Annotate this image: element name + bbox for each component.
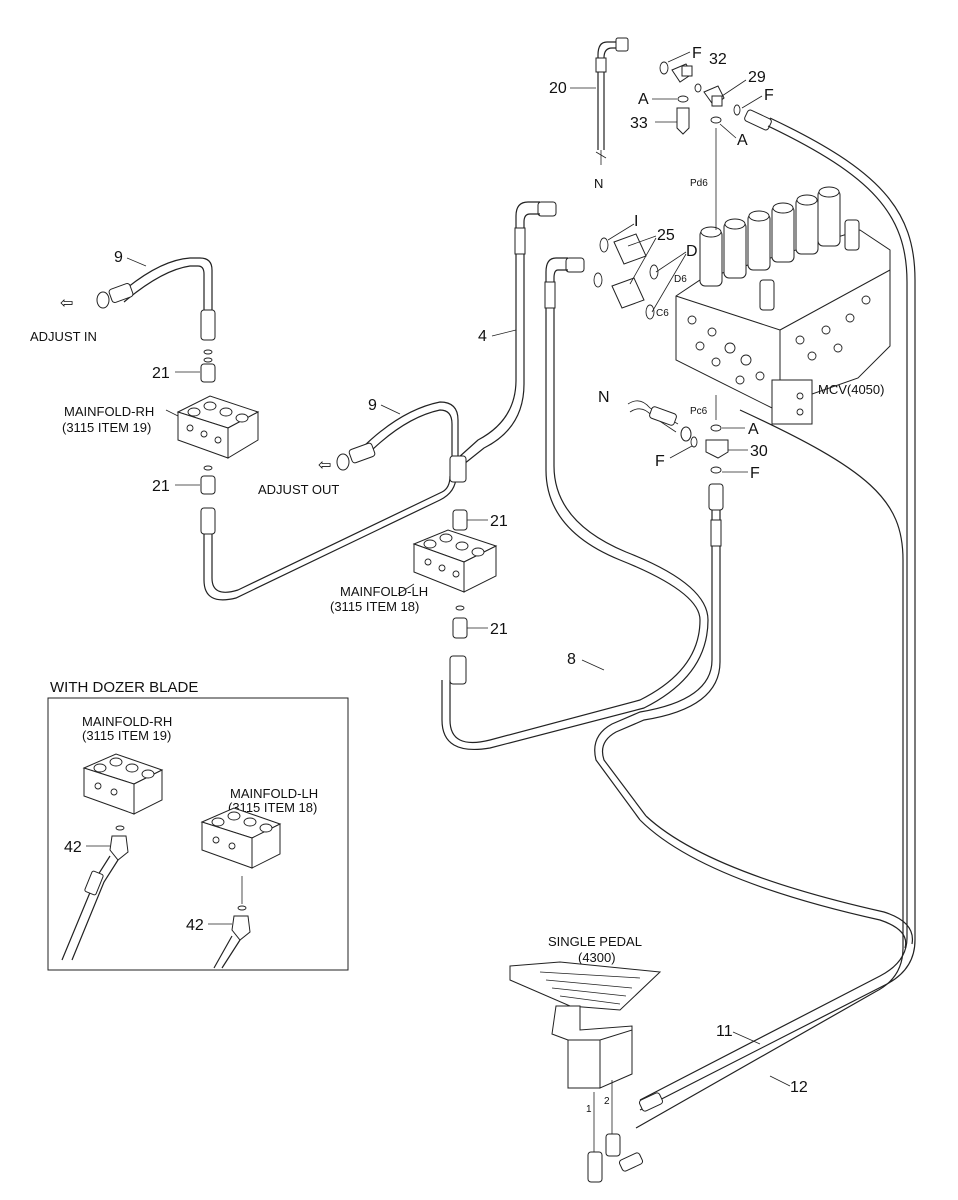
inset-callout-42-a: 42	[64, 839, 82, 856]
letter-n-top: N	[594, 176, 603, 191]
arrow-adjust-out: ⇦	[318, 457, 331, 474]
letter-f-mid-left: F	[655, 453, 665, 470]
callout-29: 29	[748, 69, 766, 86]
mainfold-rh-block	[176, 395, 260, 459]
hose-20	[595, 37, 629, 150]
hose-9-middle	[336, 401, 467, 483]
letter-n-mid: N	[598, 389, 610, 406]
arrow-adjust-in: ⇦	[60, 295, 73, 312]
inset-mainfold-lh: MAINFOLD-LH	[230, 786, 318, 801]
fitting-33	[676, 95, 690, 135]
pedal-label: SINGLE PEDAL	[548, 934, 642, 949]
hose-12-vertical	[594, 483, 724, 821]
letter-a-left: A	[638, 91, 649, 108]
inset-mainfold-lh-ref: (3115 ITEM 18)	[228, 800, 317, 815]
letter-d: D	[686, 243, 698, 260]
mainfold-lh-label: MAINFOLD-LH	[340, 584, 428, 599]
letter-a-right: A	[737, 132, 748, 149]
inset-mainfold-lh-block	[200, 807, 282, 869]
port-pd6: Pd6	[690, 178, 708, 189]
letter-f-top: F	[692, 45, 702, 62]
callout-9-upper: 9	[114, 249, 123, 266]
callout-32: 32	[709, 51, 727, 68]
single-pedal	[509, 961, 662, 1089]
callout-21-d: 21	[490, 621, 508, 638]
fitting-32	[659, 61, 702, 93]
callout-30: 30	[750, 443, 768, 460]
callout-9-middle: 9	[368, 397, 377, 414]
inset-frame	[47, 697, 349, 971]
fitting-21-c	[452, 509, 468, 531]
fitting-21-a	[200, 363, 216, 383]
pedal-ref: (4300)	[578, 950, 616, 965]
inset-mainfold-rh: MAINFOLD-RH	[82, 714, 172, 729]
callout-21-a: 21	[152, 365, 170, 382]
callout-33: 33	[630, 115, 648, 132]
callout-4: 4	[478, 328, 487, 345]
fitting-25-lower	[593, 272, 655, 320]
hose-8	[441, 257, 709, 750]
hose-12	[635, 409, 904, 1129]
fitting-30	[690, 436, 729, 474]
inset-title: WITH DOZER BLADE	[50, 679, 198, 696]
pedal-port-1: 1	[586, 1104, 592, 1115]
hose-9-upper	[96, 257, 216, 341]
inset-callout-42-b: 42	[186, 917, 204, 934]
fitting-21-d	[452, 617, 468, 639]
mcv-label: MCV(4050)	[818, 382, 884, 397]
hose-n-mid	[627, 400, 692, 442]
letter-a-mid: A	[748, 421, 759, 438]
fitting-25-upper	[599, 233, 659, 280]
hose-4	[457, 201, 557, 465]
callout-21-c: 21	[490, 513, 508, 530]
letter-f-right: F	[764, 87, 774, 104]
mainfold-lh-ref: (3115 ITEM 18)	[330, 599, 419, 614]
label-adjust-in: ADJUST IN	[30, 329, 97, 344]
callout-12: 12	[790, 1079, 808, 1096]
hose-9-lower-return	[200, 475, 457, 601]
callout-25: 25	[657, 227, 675, 244]
hose-11	[639, 109, 916, 1111]
mainfold-rh-ref: (3115 ITEM 19)	[62, 420, 151, 435]
letter-i: I	[634, 213, 638, 230]
fitting-21-b	[200, 475, 216, 495]
mainfold-lh-block	[412, 529, 498, 593]
label-adjust-out: ADJUST OUT	[258, 482, 339, 497]
port-pc6: Pc6	[690, 406, 708, 417]
fitting-29	[703, 85, 741, 124]
letter-f-mid-right: F	[750, 465, 760, 482]
inset-mainfold-rh-block	[82, 753, 164, 815]
callout-21-b: 21	[152, 478, 170, 495]
mcv-valve-block	[675, 186, 891, 425]
callout-20: 20	[549, 80, 567, 97]
port-d6: D6	[674, 274, 687, 285]
callout-8: 8	[567, 651, 576, 668]
mainfold-rh-label: MAINFOLD-RH	[64, 404, 154, 419]
callout-11: 11	[716, 1023, 733, 1040]
port-c6: C6	[656, 308, 669, 319]
pedal-port-2: 2	[604, 1096, 610, 1107]
inset-mainfold-rh-ref: (3115 ITEM 19)	[82, 728, 171, 743]
